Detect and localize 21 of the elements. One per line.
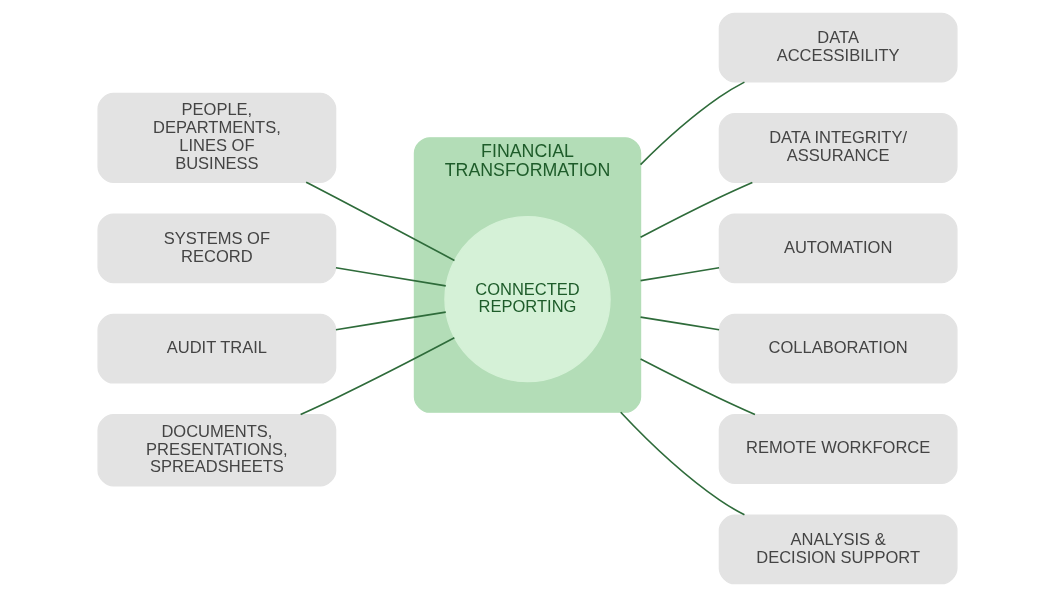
node-box: REMOTE WORKFORCE <box>718 414 958 484</box>
node-box: COLLABORATION <box>718 313 958 384</box>
connector <box>639 358 756 416</box>
node-box: DATA ACCESSIBILITY <box>718 12 958 83</box>
connector <box>639 81 746 166</box>
node-box: AUTOMATION <box>718 213 958 284</box>
node-box: DOCUMENTS, PRESENTATIONS, SPREADSHEETS <box>97 414 337 487</box>
connector <box>299 337 456 416</box>
connector <box>639 181 754 239</box>
connector <box>619 411 746 516</box>
node-circle: CONNECTED REPORTING <box>444 215 611 383</box>
connector <box>639 316 720 331</box>
connector <box>305 181 456 262</box>
connector <box>335 311 447 331</box>
node-box: ANALYSIS & DECISION SUPPORT <box>718 514 958 585</box>
node-box: AUDIT TRAIL <box>97 313 337 384</box>
connector <box>335 266 447 287</box>
node-box: PEOPLE, DEPARTMENTS, LINES OF BUSINESS <box>97 92 337 183</box>
node-box: DATA INTEGRITY/ ASSURANCE <box>718 113 958 183</box>
node-box: SYSTEMS OF RECORD <box>97 213 337 284</box>
connector <box>639 266 720 282</box>
